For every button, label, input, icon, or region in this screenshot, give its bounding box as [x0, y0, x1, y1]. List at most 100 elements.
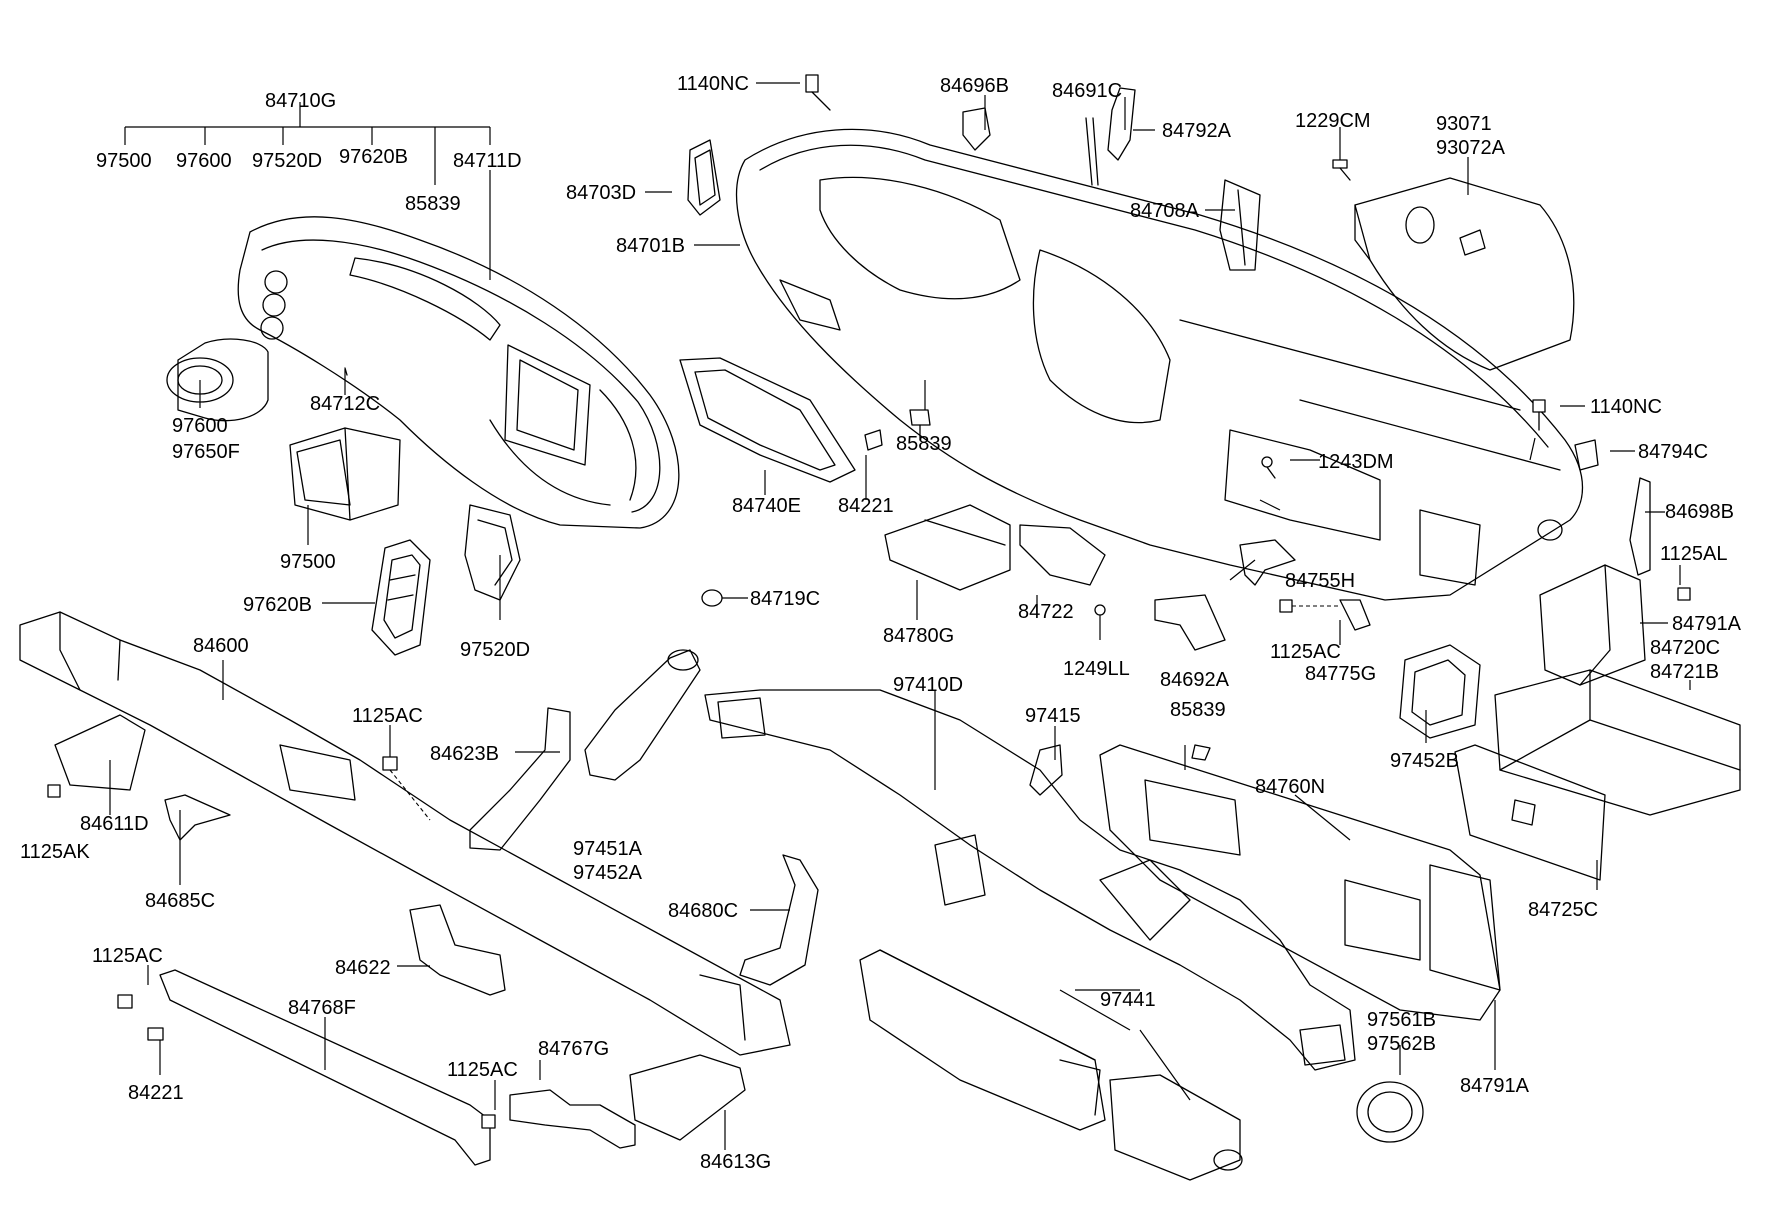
label-84221: 84221 [838, 495, 894, 517]
label-84611D: 84611D [80, 813, 149, 835]
label-97415: 97415 [1025, 705, 1081, 727]
bolt-1140NC-right [1532, 399, 1546, 431]
duct-97410D [704, 689, 1356, 1071]
bracket-84691C [1085, 87, 1136, 186]
bracket-84794C [1574, 439, 1599, 471]
bracket-84775G [1339, 599, 1371, 631]
label-84600: 84600 [193, 635, 249, 657]
label-84623B: 84623B [430, 743, 499, 765]
duct-97441-b [1109, 1074, 1243, 1181]
bracket-84696B [962, 107, 991, 151]
label-84791A: 84791A [1460, 1075, 1530, 1097]
label-97561B: 97561B [1367, 1009, 1436, 1031]
bracket-84698B [1629, 477, 1651, 576]
label-97562B: 97562B [1367, 1033, 1436, 1055]
bracket-97415 [1029, 744, 1063, 796]
label-84698B: 84698B [1665, 501, 1734, 523]
label-84685C: 84685C [145, 890, 215, 912]
label-93071: 93071 [1436, 113, 1492, 135]
duct-97441 [859, 949, 1106, 1131]
label-84755H: 84755H [1285, 570, 1355, 592]
frame-84740E [679, 357, 856, 483]
bracket-84692A [1154, 594, 1226, 651]
label-84703D: 84703D [566, 182, 636, 204]
label-84768F: 84768F [288, 997, 356, 1019]
vent-97452B [1399, 644, 1481, 739]
vent-97620B [371, 539, 431, 656]
cap-84719C [701, 589, 723, 607]
label-97620B: 97620B [243, 594, 312, 616]
label-93072A: 93072A [1436, 137, 1506, 159]
bracket-97520D [464, 504, 521, 601]
duct-97451A [584, 649, 701, 781]
label-1229CM: 1229CM [1295, 110, 1371, 132]
label-97600: 97600 [172, 415, 228, 437]
switch-panel-93071 [1354, 177, 1575, 371]
bolt-1125AK [47, 784, 61, 798]
label-84760N: 84760N [1255, 776, 1325, 798]
bracket-84685C [164, 794, 231, 841]
label-84221: 84221 [128, 1082, 184, 1104]
label-1125AL: 1125AL [1660, 543, 1727, 565]
cover-84703D [687, 139, 721, 216]
vent-97600 [166, 338, 269, 422]
label-84691C: 84691C [1052, 80, 1122, 102]
dash-trim-panel [237, 216, 680, 529]
label-84613G: 84613G [700, 1151, 771, 1173]
screw-1229CM [1332, 159, 1351, 181]
label-84692A: 84692A [1160, 669, 1230, 691]
label-84775G: 84775G [1305, 663, 1376, 685]
label-85839: 85839 [405, 193, 461, 215]
glove-box-84720C [1494, 669, 1741, 816]
bracket-84755H [1239, 539, 1296, 586]
label-97452A: 97452A [573, 862, 643, 884]
tray-84780G [884, 504, 1011, 591]
screw-84712C [344, 367, 348, 376]
label-1243DM: 1243DM [1318, 451, 1394, 473]
label-1249LL: 1249LL [1063, 658, 1130, 680]
label-84719C: 84719C [750, 588, 820, 610]
bracket-84611D [54, 714, 146, 791]
duct-97500 [289, 427, 401, 521]
bracket-84613G [629, 1054, 746, 1141]
label-97620B: 97620B [339, 146, 408, 168]
bracket-84623B [469, 707, 571, 851]
label-84780G: 84780G [883, 625, 954, 647]
crossbar-84600 [19, 611, 791, 1056]
clip-84221-mid [864, 429, 883, 451]
label-84720C: 84720C [1650, 637, 1720, 659]
label-1125AC: 1125AC [92, 945, 163, 967]
label-97520D: 97520D [460, 639, 530, 661]
label-84711D: 84711D [453, 150, 522, 172]
label-84791A: 84791A [1672, 613, 1742, 635]
label-85839: 85839 [1170, 699, 1226, 721]
part-number-labels: 84710G 97500 97600 97520D 97620B 84711D … [20, 73, 1742, 1173]
label-84767G: 84767G [538, 1038, 609, 1060]
label-84725C: 84725C [1528, 899, 1598, 921]
label-97650F: 97650F [172, 441, 240, 463]
bracket-84767G [509, 1089, 636, 1149]
label-84701B: 84701B [616, 235, 685, 257]
bolt-1125AC-upper [382, 756, 431, 821]
bolt-1125AL [1677, 587, 1691, 601]
bolt-1125AC-mid [1279, 599, 1340, 613]
glove-door-84725C [1454, 744, 1606, 881]
clip-85839-lower [1191, 744, 1211, 761]
bracket-84622 [409, 904, 506, 996]
label-84792A: 84792A [1162, 120, 1232, 142]
bolt-1140NC-top [805, 74, 831, 111]
label-84712C: 84712C [310, 393, 380, 415]
panel-84760N [1099, 744, 1501, 1021]
label-84740E: 84740E [732, 495, 801, 517]
label-84794C: 84794C [1638, 441, 1708, 463]
label-84680C: 84680C [668, 900, 738, 922]
bar-84768F [159, 969, 491, 1166]
label-84722: 84722 [1018, 601, 1074, 623]
label-84696B: 84696B [940, 75, 1009, 97]
label-84708A: 84708A [1130, 200, 1200, 222]
clip-84221-lower [147, 1027, 164, 1041]
bolt-1125AC-left [117, 994, 133, 1009]
bracket-84708A [1219, 179, 1261, 271]
label-1125AC: 1125AC [352, 705, 423, 727]
